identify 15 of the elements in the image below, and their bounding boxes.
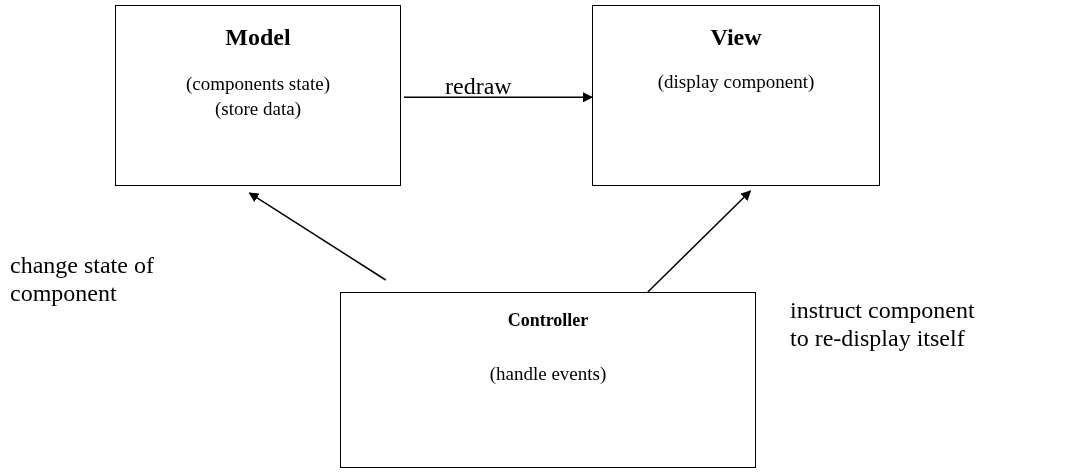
edge-label: instruct component to re-display itself	[790, 296, 976, 352]
box-description: (display component)	[656, 70, 816, 94]
arrow	[647, 190, 752, 293]
component-box	[340, 292, 756, 468]
arrow	[403, 92, 593, 103]
box-title: Controller	[507, 310, 589, 331]
box-title: View	[710, 24, 762, 51]
arrow	[248, 192, 387, 281]
component-box	[592, 5, 880, 186]
box-title: Model	[225, 24, 291, 51]
edge-label: change state of component	[10, 251, 155, 307]
component-box	[115, 5, 401, 186]
box-description: (handle events)	[488, 362, 608, 386]
box-description: (components state) (store data)	[184, 72, 331, 121]
edge-label: redraw	[445, 72, 513, 100]
